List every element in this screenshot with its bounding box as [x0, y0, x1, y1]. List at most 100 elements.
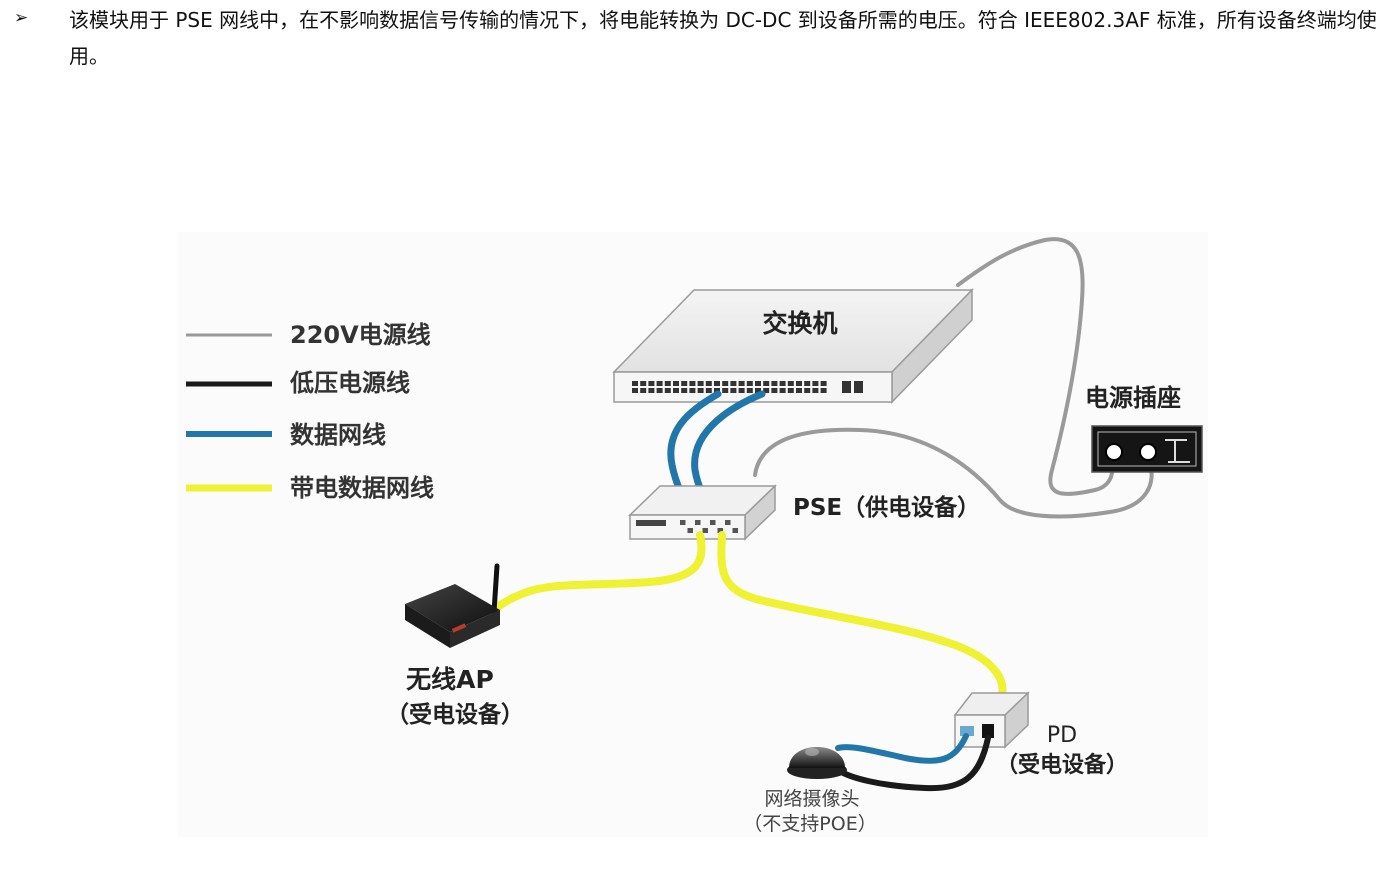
switch-port	[722, 388, 729, 393]
switch-port	[648, 381, 655, 386]
ap-antenna-icon	[491, 563, 500, 615]
intro-text: 该模块用于 PSE 网线中，在不影响数据信号传输的情况下，将电能转换为 DC-D…	[69, 8, 1377, 68]
switch-port	[787, 381, 794, 386]
pse-device: PSE（供电设备）	[628, 484, 980, 541]
switch-port	[673, 388, 679, 393]
switch-port	[771, 388, 778, 393]
switch-port	[779, 388, 786, 393]
switch-port	[738, 381, 745, 386]
switch-port	[746, 381, 753, 386]
switch-port	[656, 388, 663, 393]
switch-port	[796, 388, 802, 393]
switch-port	[796, 381, 802, 386]
switch-port	[697, 388, 704, 393]
switch-port	[648, 388, 655, 393]
socket-outlet-right-icon	[1139, 443, 1157, 461]
switch-port	[722, 381, 729, 386]
switch-port	[705, 388, 712, 393]
switch-port	[697, 381, 704, 386]
socket-outlet-left-icon	[1105, 443, 1123, 461]
switch-port-row	[632, 381, 863, 393]
power-220v-cables	[753, 237, 1154, 519]
legend-label-poe: 带电数据网线	[290, 474, 434, 502]
pse-port	[725, 520, 731, 525]
switch-port	[820, 381, 827, 386]
ap-label-line1: 无线AP	[406, 665, 494, 694]
power-socket-device: 电源插座	[1085, 384, 1203, 473]
switch-port	[812, 381, 819, 386]
switch-port	[714, 388, 720, 393]
switch-port	[730, 381, 737, 386]
switch-port	[714, 381, 720, 386]
ap-side-face	[450, 610, 500, 648]
legend-label-220v: 220V电源线	[290, 321, 431, 349]
switch-port	[755, 381, 761, 386]
legend: 220V电源线 低压电源线 数据网线 带电数据网线	[186, 321, 434, 502]
camera-data-cable	[835, 733, 969, 764]
pse-port	[702, 528, 708, 533]
camera-dome-icon	[789, 747, 845, 768]
switch-port	[681, 388, 688, 393]
switch-port	[664, 388, 671, 393]
switch-device: 交换机	[612, 288, 974, 404]
wireless-ap-device: 无线AP （受电设备）	[386, 563, 524, 728]
switch-port	[746, 388, 753, 393]
poe-cable-to-pd	[717, 531, 1007, 699]
pse-port	[710, 520, 716, 525]
switch-port	[730, 388, 737, 393]
pse-port-row	[680, 520, 738, 533]
switch-port	[640, 388, 647, 393]
switch-port	[804, 388, 811, 393]
switch-uplink-port	[854, 381, 863, 393]
poe-cable-to-ap	[490, 531, 706, 614]
switch-label: 交换机	[762, 309, 837, 338]
pse-port	[687, 528, 693, 533]
switch-port	[763, 388, 770, 393]
pse-port	[680, 520, 686, 525]
switch-port	[820, 388, 827, 393]
switch-port	[632, 388, 638, 393]
power-socket-label: 电源插座	[1085, 384, 1181, 412]
switch-port	[689, 388, 696, 393]
pd-device: PD （受电设备）	[953, 691, 1128, 778]
pse-front-face	[629, 514, 746, 540]
legend-label-data: 数据网线	[290, 421, 386, 449]
pd-label-line2: （受电设备）	[996, 752, 1128, 778]
pse-port	[732, 528, 738, 533]
bullet-arrow-icon: ➢	[14, 8, 29, 28]
camera-low-voltage-cable	[835, 735, 991, 792]
pd-to-camera-cables	[835, 733, 991, 792]
switch-to-socket-cable	[956, 237, 1115, 496]
switch-port	[738, 388, 745, 393]
camera-label-line2: （不支持POE）	[743, 813, 876, 835]
pse-port	[717, 528, 723, 533]
pse-label: PSE（供电设备）	[793, 494, 980, 521]
ap-top-face	[405, 584, 500, 632]
legend-label-low-voltage: 低压电源线	[289, 369, 410, 397]
camera-device: 网络摄像头 （不支持POE）	[743, 747, 877, 835]
switch-port	[779, 381, 786, 386]
switch-port	[787, 388, 794, 393]
switch-port	[771, 381, 778, 386]
switch-port	[755, 388, 761, 393]
switch-port	[812, 388, 819, 393]
switch-port	[632, 381, 638, 386]
pse-to-socket-cable	[753, 427, 1154, 519]
switch-port	[804, 381, 811, 386]
switch-uplink-port	[842, 381, 851, 393]
switch-port	[656, 381, 663, 386]
switch-port	[640, 381, 647, 386]
switch-port	[763, 381, 770, 386]
ap-front-face	[405, 604, 450, 648]
camera-label-line1: 网络摄像头	[764, 788, 859, 810]
switch-port	[705, 381, 712, 386]
switch-port	[681, 381, 688, 386]
switch-port	[664, 381, 671, 386]
pse-port	[695, 520, 701, 525]
pd-label-line1: PD	[1047, 723, 1077, 748]
ap-label-line2: （受电设备）	[386, 701, 524, 728]
switch-port	[689, 381, 696, 386]
poe-cables	[490, 531, 1007, 699]
switch-port	[673, 381, 679, 386]
